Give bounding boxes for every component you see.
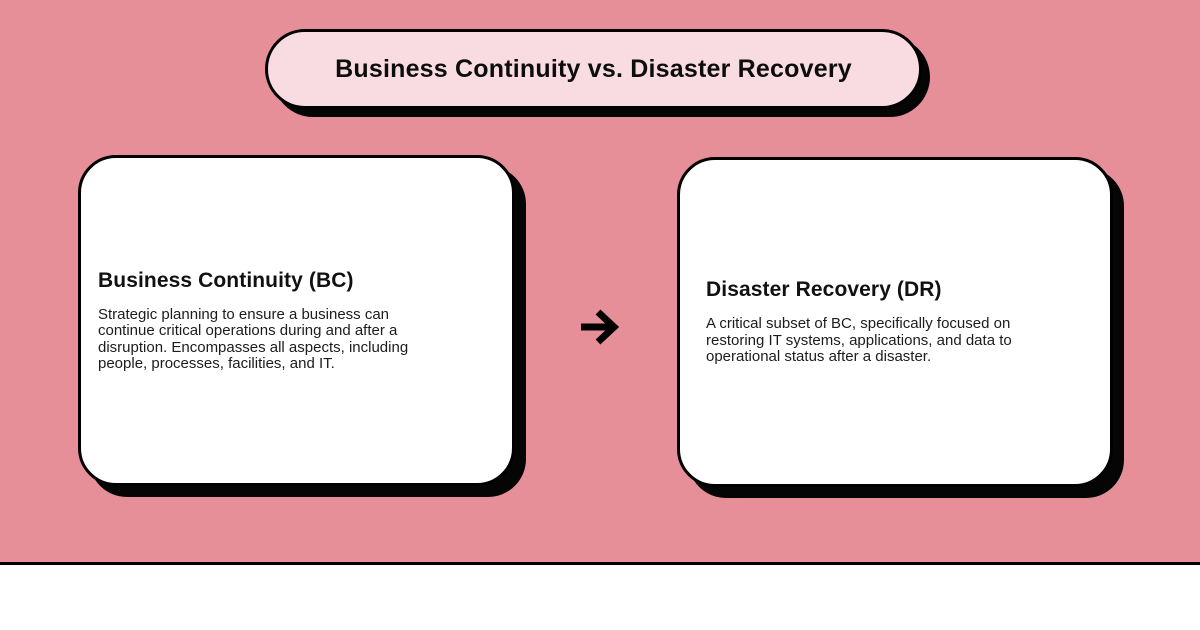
card-disaster-recovery-title: Disaster Recovery (DR)	[706, 278, 942, 302]
title-banner: Business Continuity vs. Disaster Recover…	[265, 29, 922, 109]
connector	[578, 302, 622, 352]
card-disaster-recovery: Disaster Recovery (DR) A critical subset…	[677, 157, 1113, 487]
card-business-continuity-title: Business Continuity (BC)	[98, 268, 354, 292]
card-business-continuity: Business Continuity (BC) Strategic plann…	[78, 155, 515, 486]
card-business-continuity-body: Strategic planning to ensure a business …	[98, 305, 409, 372]
arrow-right-icon	[581, 309, 620, 345]
card-disaster-recovery-body: A critical subset of BC, specifically fo…	[706, 315, 1012, 366]
title-banner-label: Business Continuity vs. Disaster Recover…	[335, 54, 852, 83]
footer-strip	[0, 562, 1200, 630]
